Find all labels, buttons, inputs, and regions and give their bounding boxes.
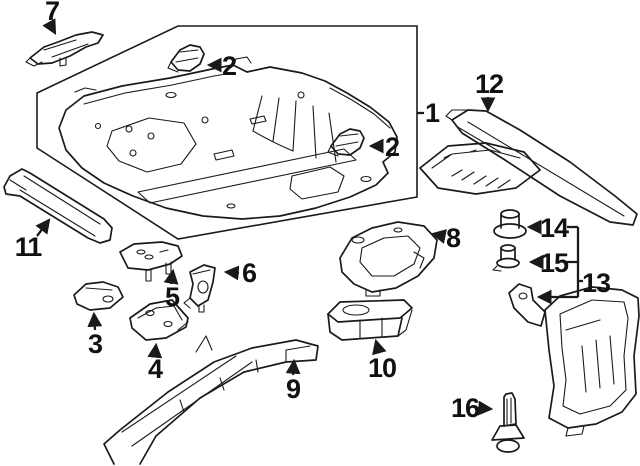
callout-label-2-side[interactable]: 2 bbox=[385, 132, 400, 162]
part-14-grommet-drawing[interactable] bbox=[493, 209, 527, 239]
callout-label-8[interactable]: 8 bbox=[446, 223, 462, 253]
callout-label-13[interactable]: 13 bbox=[582, 268, 612, 298]
callout-label-6[interactable]: 6 bbox=[242, 258, 258, 288]
part-3-bracket-drawing[interactable] bbox=[73, 281, 124, 311]
callout-label-12[interactable]: 12 bbox=[475, 69, 504, 99]
part-4-plate-drawing[interactable] bbox=[129, 299, 189, 341]
part-13-panel-assembly-drawing[interactable] bbox=[508, 283, 640, 437]
callout-label-5[interactable]: 5 bbox=[165, 282, 181, 312]
callout-label-16[interactable]: 16 bbox=[451, 393, 481, 423]
part-8-bracket-drawing[interactable] bbox=[339, 221, 438, 297]
leader-8 bbox=[430, 229, 447, 244]
leader-6 bbox=[223, 265, 240, 281]
callout-label-10[interactable]: 10 bbox=[368, 353, 397, 383]
callout-label-14[interactable]: 14 bbox=[540, 213, 570, 243]
leader-11 bbox=[35, 218, 51, 237]
part-1-rear-floor-pan-drawing[interactable] bbox=[58, 56, 398, 220]
part-6-bracket-drawing[interactable] bbox=[183, 264, 216, 313]
part-1-boundary-box bbox=[36, 25, 418, 240]
leader-9 bbox=[285, 358, 301, 376]
leader-4 bbox=[147, 342, 163, 359]
leader-10 bbox=[372, 338, 387, 356]
leader-lines bbox=[35, 18, 583, 416]
callout-label-1[interactable]: 1 bbox=[425, 98, 441, 128]
part-2-side-bracket-drawing[interactable] bbox=[327, 128, 365, 157]
leader-3 bbox=[87, 311, 103, 331]
part-2-upper-bracket-drawing[interactable] bbox=[167, 44, 205, 73]
leader-16 bbox=[476, 400, 494, 416]
part-7-bracket-drawing[interactable] bbox=[25, 31, 104, 67]
callout-label-11[interactable]: 11 bbox=[15, 232, 44, 262]
callout-label-3[interactable]: 3 bbox=[88, 329, 104, 359]
leader-5 bbox=[163, 268, 179, 285]
callout-label-7[interactable]: 7 bbox=[45, 0, 60, 26]
callout-label-4[interactable]: 4 bbox=[148, 354, 164, 384]
part-15-screw-grommet-drawing[interactable] bbox=[492, 244, 520, 272]
part-9-side-member-drawing[interactable] bbox=[103, 335, 319, 465]
callout-label-9[interactable]: 9 bbox=[286, 374, 302, 404]
callout-label-2-upper[interactable]: 2 bbox=[222, 51, 237, 81]
part-16-push-clip-drawing[interactable] bbox=[491, 392, 525, 453]
part-11-sill-strip-drawing[interactable] bbox=[3, 168, 113, 244]
part-10-rail-section-drawing[interactable] bbox=[327, 299, 413, 341]
callout-label-15[interactable]: 15 bbox=[540, 248, 570, 278]
leader-7 bbox=[42, 18, 57, 35]
leader-13-bracket bbox=[567, 225, 583, 297]
